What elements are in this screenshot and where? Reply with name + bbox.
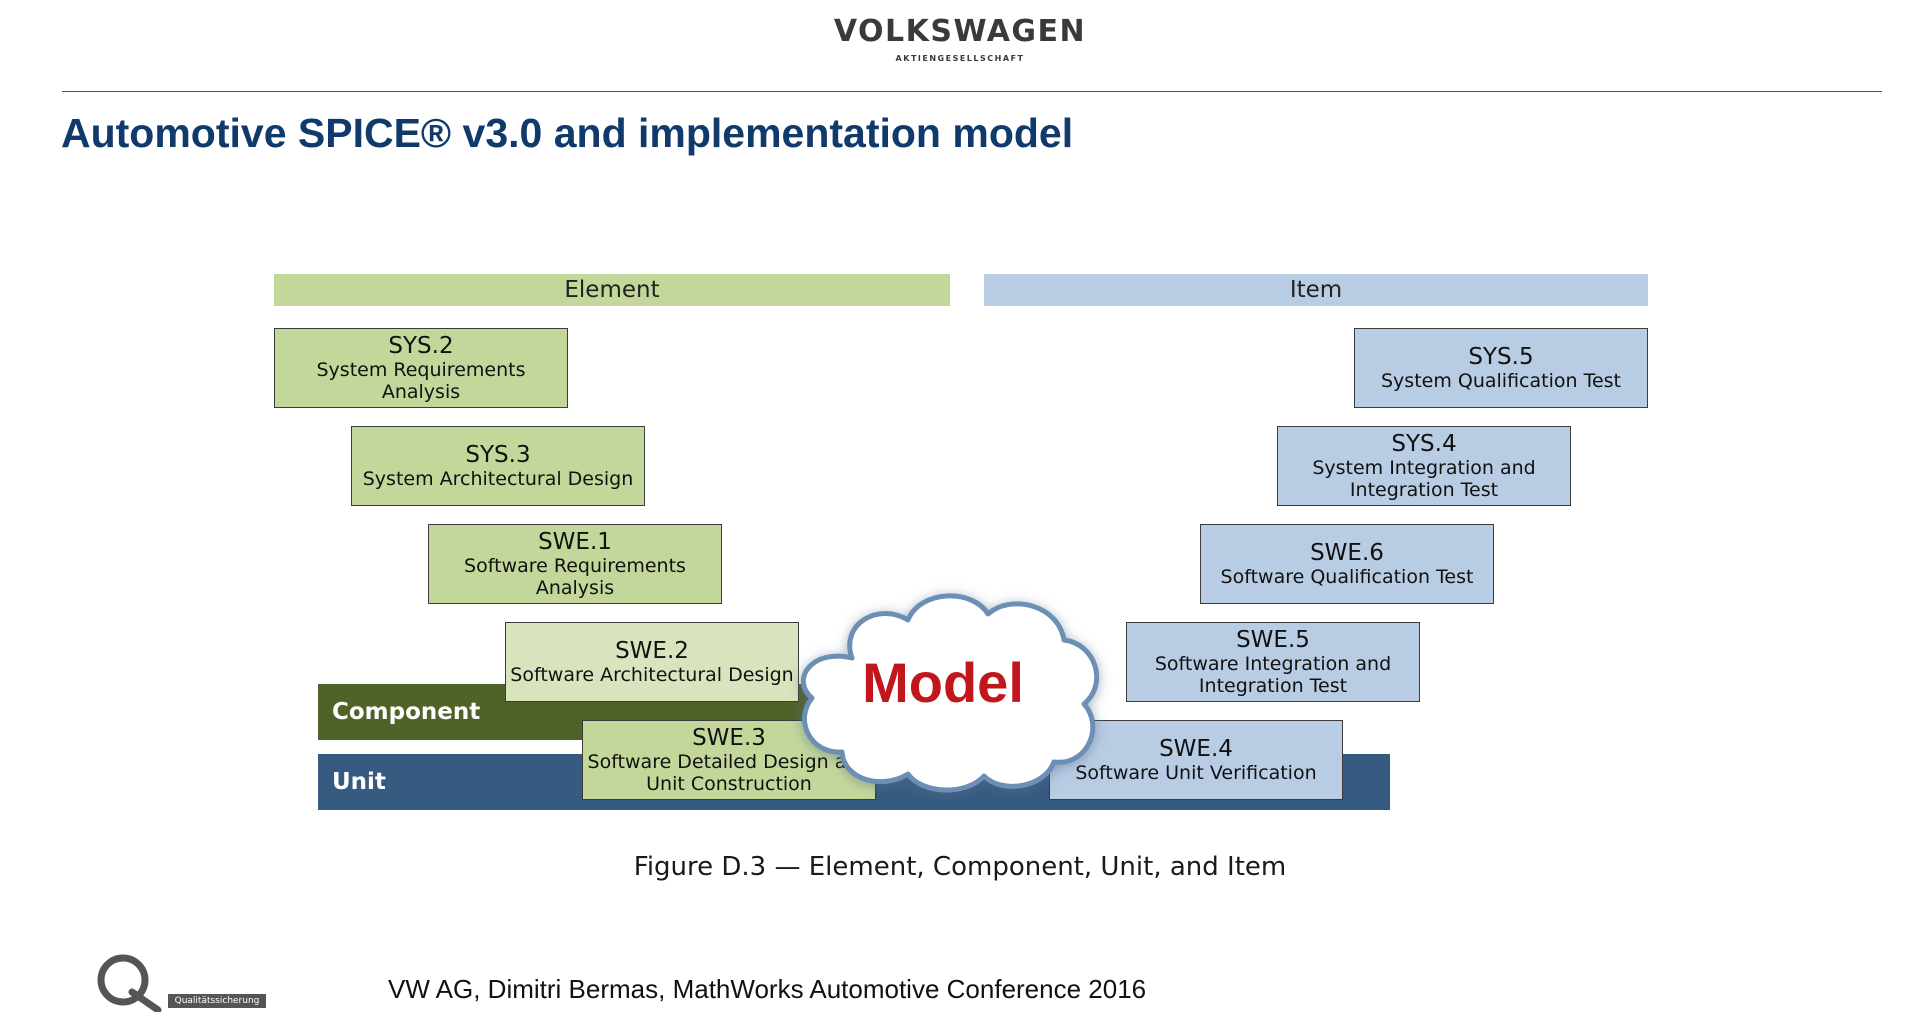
process-name: Software Detailed Design and Unit Constr… xyxy=(587,750,871,795)
process-name: Software Requirements Analysis xyxy=(464,554,686,599)
brand-wordmark: VOLKSWAGEN xyxy=(833,14,1087,49)
process-name: Software Integration and Integration Tes… xyxy=(1154,652,1392,697)
brand-subtitle: AKTIENGESELLSCHAFT xyxy=(895,54,1025,63)
process-id: SWE.4 xyxy=(1159,735,1233,762)
process-name: System Integration and Integration Test xyxy=(1312,456,1536,501)
process-id: SYS.3 xyxy=(465,441,531,468)
model-label: Model xyxy=(862,651,1024,714)
process-id: SWE.2 xyxy=(615,637,689,664)
process-id: SWE.5 xyxy=(1236,626,1310,653)
footer-credit: VW AG, Dimitri Bermas, MathWorks Automot… xyxy=(388,974,1147,1004)
process-id: SYS.5 xyxy=(1468,343,1534,370)
process-id: SWE.3 xyxy=(692,724,766,751)
item-band: Item xyxy=(984,274,1648,306)
model-cloud-icon xyxy=(782,580,1122,800)
process-id: SWE.1 xyxy=(538,528,612,555)
process-box-sys2: SYS.2 System Requirements Analysis xyxy=(274,328,568,408)
process-name: System Qualification Test xyxy=(1381,369,1621,392)
unit-level-label: Unit xyxy=(332,769,386,795)
process-id: SYS.4 xyxy=(1391,430,1457,457)
process-box-sys5: SYS.5 System Qualification Test xyxy=(1354,328,1648,408)
figure-caption: Figure D.3 — Element, Component, Unit, a… xyxy=(633,852,1287,882)
quality-assurance-logo-icon xyxy=(94,952,274,1014)
header-divider xyxy=(62,91,1882,92)
process-name: Software Qualification Test xyxy=(1220,565,1474,588)
slide-title: Automotive SPICE® v3.0 and implementatio… xyxy=(61,110,1074,156)
process-name: Software Architectural Design xyxy=(510,663,794,686)
process-box-sys3: SYS.3 System Architectural Design xyxy=(351,426,645,506)
logo-label: Qualitätssicherung xyxy=(174,996,260,1006)
process-box-swe1: SWE.1 Software Requirements Analysis xyxy=(428,524,722,604)
element-band: Element xyxy=(274,274,950,306)
process-id: SYS.2 xyxy=(388,332,454,359)
process-name: System Requirements Analysis xyxy=(316,358,526,403)
process-box-swe2: SWE.2 Software Architectural Design xyxy=(505,622,799,702)
process-name: System Architectural Design xyxy=(362,467,634,490)
process-box-swe6: SWE.6 Software Qualification Test xyxy=(1200,524,1494,604)
process-name: Software Unit Verification xyxy=(1075,761,1317,784)
process-box-swe4: SWE.4 Software Unit Verification xyxy=(1049,720,1343,800)
component-level-label: Component xyxy=(332,699,481,725)
process-box-swe5: SWE.5 Software Integration and Integrati… xyxy=(1126,622,1420,702)
process-id: SWE.6 xyxy=(1310,539,1384,566)
process-box-sys4: SYS.4 System Integration and Integration… xyxy=(1277,426,1571,506)
